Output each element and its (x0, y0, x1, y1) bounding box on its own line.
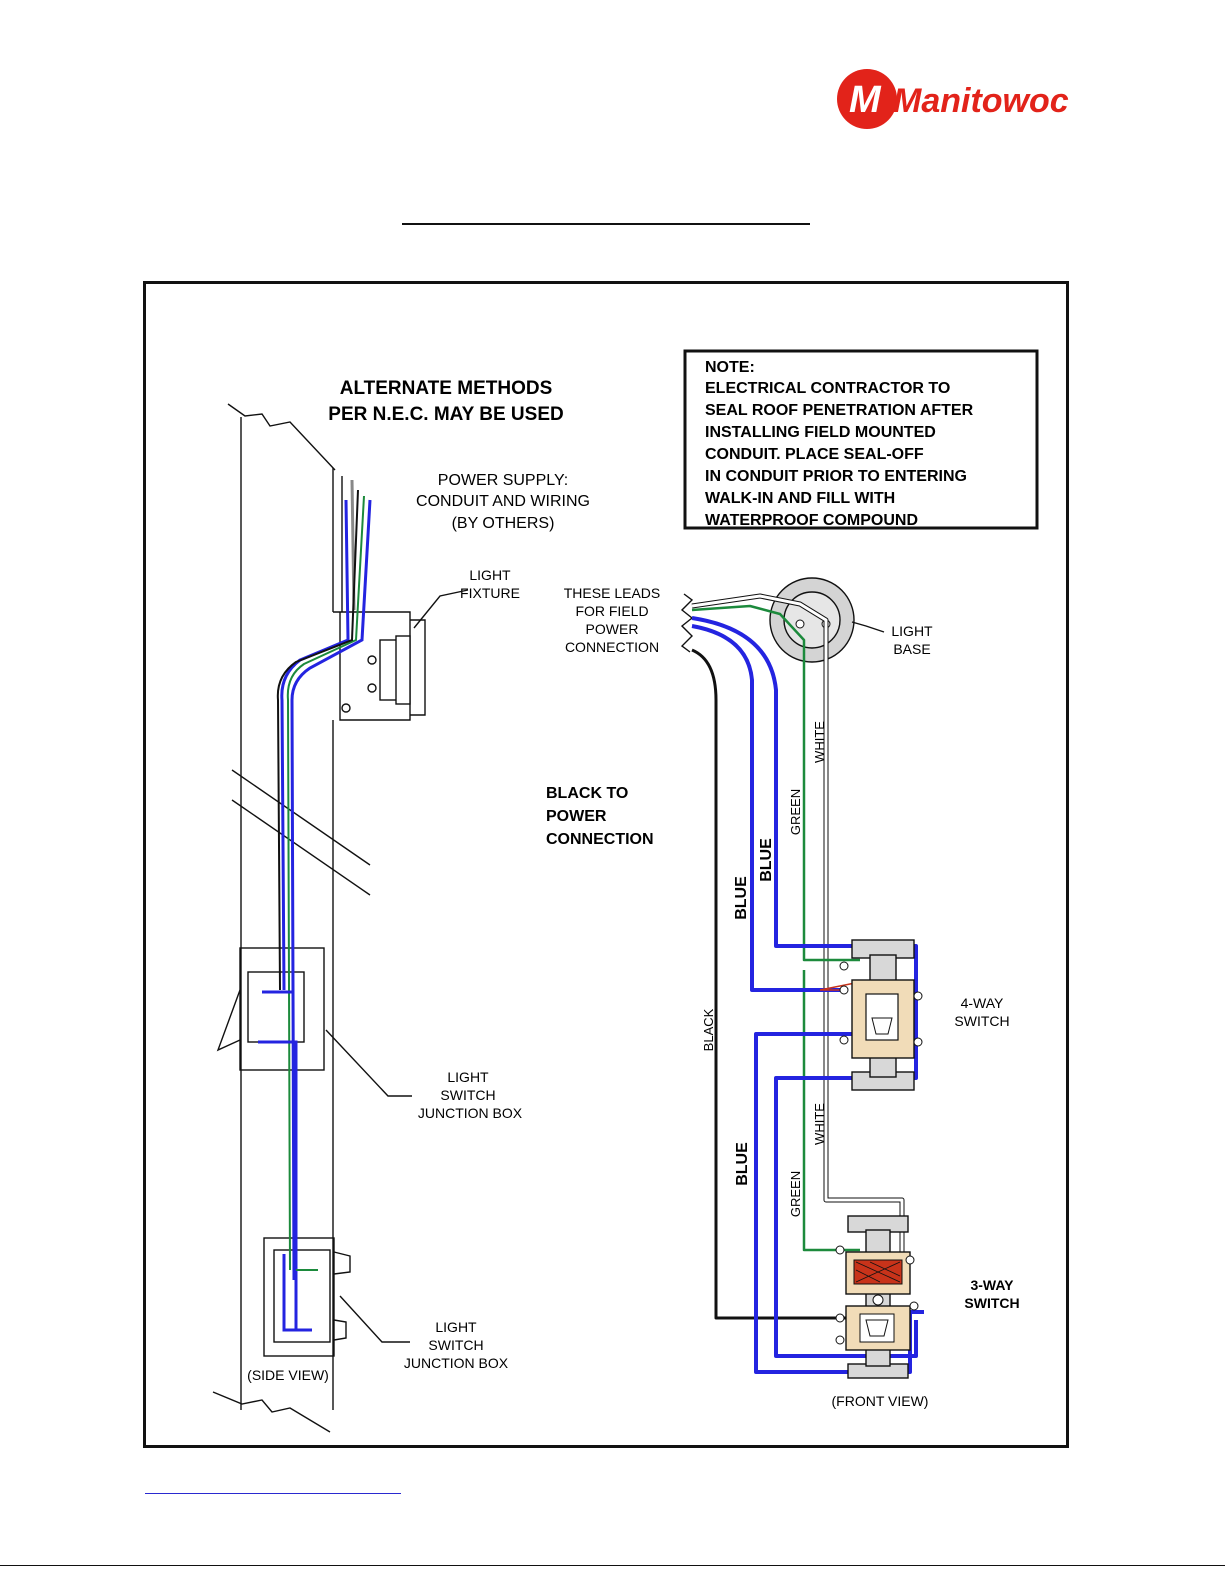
switch-box-2-leader (339, 1295, 410, 1343)
light-fixture-label-2: FIXTURE (460, 585, 520, 601)
diagram-frame: ALTERNATE METHODS PER N.E.C. MAY BE USED… (143, 281, 1069, 1448)
title-underline (402, 223, 810, 225)
logo-letter: M (849, 79, 882, 121)
switch-box-1-label-2: SWITCH (440, 1087, 495, 1103)
power-supply-label-3: (BY OTHERS) (452, 515, 555, 532)
switch-box-1-label-3: JUNCTION BOX (418, 1105, 523, 1121)
note-line-7: WALK-IN AND FILL WITH (705, 490, 895, 507)
four-way-switch (839, 939, 923, 1091)
note-line-3: SEAL ROOF PENETRATION AFTER (705, 402, 974, 419)
leads-label-2: FOR FIELD (575, 603, 648, 619)
leads-label-4: CONNECTION (565, 639, 659, 655)
black-to-power-label-1: BLACK TO (546, 785, 628, 802)
blue-wire-label-3: BLUE (734, 1142, 751, 1186)
light-fixture-label-1: LIGHT (469, 567, 511, 583)
switch-box-1-label-1: LIGHT (447, 1069, 489, 1085)
note-line-4: INSTALLING FIELD MOUNTED (705, 424, 936, 441)
heading-line-1: ALTERNATE METHODS (340, 378, 553, 399)
leads-label-1: THESE LEADS (564, 585, 660, 601)
page-bottom-rule (0, 1565, 1225, 1566)
note-box (683, 349, 1039, 530)
note-line-8: WATERPROOF COMPOUND (705, 512, 918, 529)
light-fixture-leader (413, 589, 469, 629)
light-base-leader (851, 621, 885, 633)
heading-line-2: PER N.E.C. MAY BE USED (328, 404, 563, 425)
switch-box-1-leader (325, 1029, 412, 1097)
wiring-diagram: ALTERNATE METHODS PER N.E.C. MAY BE USED… (212, 349, 1039, 1433)
logo-wordmark: Manitowoc (893, 82, 1069, 120)
light-base-label-2: BASE (893, 641, 930, 657)
note-line-1: NOTE: (705, 359, 755, 376)
power-supply-label-2: CONDUIT AND WIRING (416, 493, 590, 510)
manitowoc-logo: M Manitowoc (837, 69, 1069, 129)
note-text: NOTE: ELECTRICAL CONTRACTOR TO SEAL ROOF… (705, 359, 974, 529)
white-wire-label-1: WHITE (812, 721, 827, 763)
front-view-label: (FRONT VIEW) (832, 1393, 929, 1409)
side-view-wires (258, 479, 372, 1332)
wall-structure (212, 403, 426, 1433)
leads-label-3: POWER (586, 621, 639, 637)
three-way-label-2: SWITCH (964, 1295, 1019, 1311)
green-wire-label-1: GREEN (788, 789, 803, 835)
switch-box-2-label-3: JUNCTION BOX (404, 1355, 509, 1371)
light-base-label-1: LIGHT (891, 623, 933, 639)
side-view-label: (SIDE VIEW) (247, 1367, 329, 1383)
three-way-label-1: 3-WAY (970, 1277, 1014, 1293)
note-line-2: ELECTRICAL CONTRACTOR TO (705, 380, 950, 397)
light-base (769, 577, 855, 663)
four-way-label-2: SWITCH (954, 1013, 1009, 1029)
light-fixture-side (341, 635, 411, 713)
green-wire-label-2: GREEN (788, 1171, 803, 1217)
note-line-6: IN CONDUIT PRIOR TO ENTERING (705, 468, 967, 485)
black-to-power-label-2: POWER (546, 808, 607, 825)
note-line-5: CONDUIT. PLACE SEAL-OFF (705, 446, 924, 463)
white-wire-label-2: WHITE (812, 1103, 827, 1145)
footer-link-underline[interactable] (145, 1493, 401, 1494)
three-way-switch (835, 1215, 919, 1379)
black-wire-label: BLACK (701, 1008, 716, 1051)
leads-bracket (680, 593, 694, 653)
blue-wire-label-1: BLUE (758, 838, 775, 882)
black-to-power-label-3: CONNECTION (546, 831, 654, 848)
power-supply-label-1: POWER SUPPLY: (438, 472, 568, 489)
blue-wire-label-2: BLUE (733, 876, 750, 920)
switch-box-2-label-1: LIGHT (435, 1319, 477, 1335)
four-way-label-1: 4-WAY (961, 995, 1004, 1011)
switch-box-2-label-2: SWITCH (428, 1337, 483, 1353)
